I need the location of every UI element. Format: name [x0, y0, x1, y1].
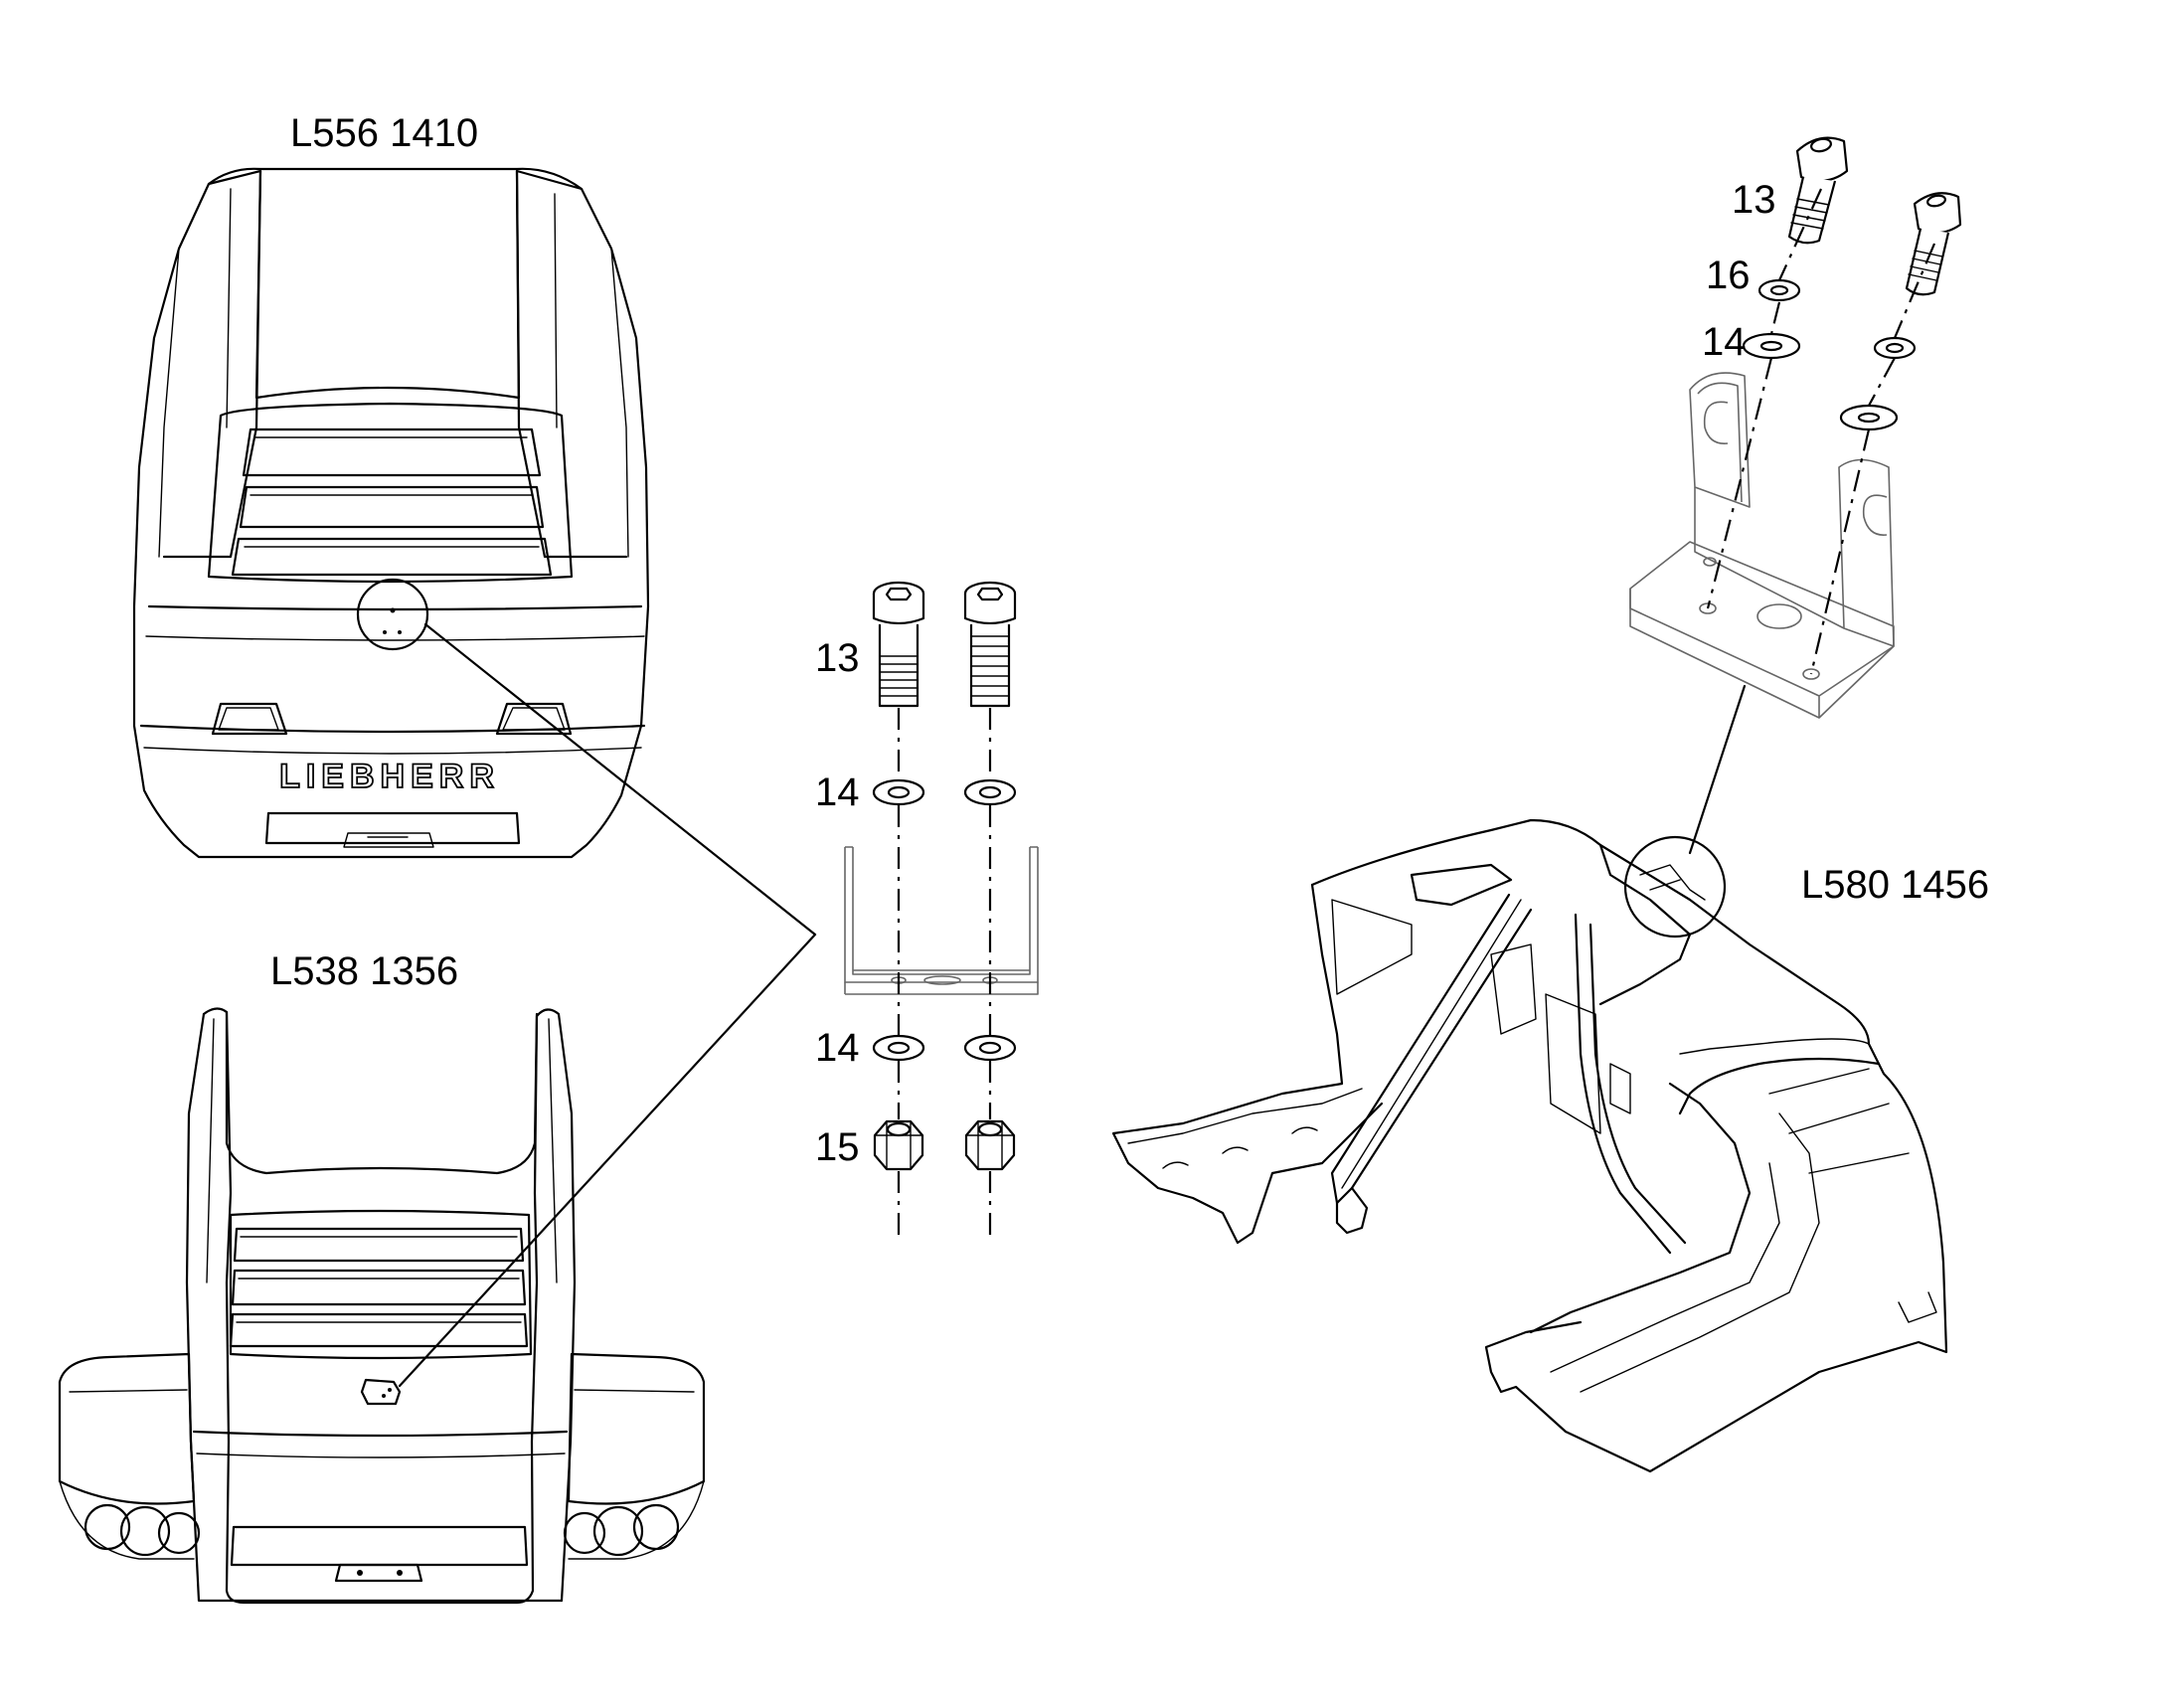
bolt-13-right-upper: [1787, 136, 1849, 245]
hood-l556-1410: L556 1410 LIEBHERR: [132, 111, 650, 859]
bolt-13-left: [872, 581, 925, 708]
model-label-l580: L580 1456: [1801, 863, 1989, 907]
callout-16-right: 16: [1706, 254, 1751, 297]
hood-l538-1356: L538 1356: [58, 949, 706, 1605]
angled-bracket: [1629, 372, 1895, 719]
leader-line-lower: [398, 933, 817, 1388]
brand-lettering-top: LIEBHERR: [279, 758, 500, 795]
model-label-l556: L556 1410: [290, 111, 478, 155]
nut-15-right: [964, 1119, 1016, 1171]
u-bracket: [844, 846, 1039, 995]
center-hardware-group: 13 14 14 15: [815, 581, 1039, 1238]
callout-13-center: 13: [815, 636, 860, 680]
model-label-l538: L538 1356: [270, 949, 458, 993]
callout-14-center-upper: 14: [815, 770, 860, 814]
callout-14-center-lower: 14: [815, 1026, 860, 1070]
callout-15-center: 15: [815, 1125, 860, 1169]
leader-line-upper: [423, 622, 817, 937]
right-hardware-group: 13 16 14: [1629, 136, 1962, 855]
nut-15-left: [873, 1119, 924, 1171]
enclosure-l580-1456: L580 1456: [1111, 818, 1989, 1473]
callout-13-right: 13: [1732, 178, 1776, 222]
bolt-13-right: [963, 581, 1017, 708]
callout-14-right: 14: [1702, 320, 1747, 364]
